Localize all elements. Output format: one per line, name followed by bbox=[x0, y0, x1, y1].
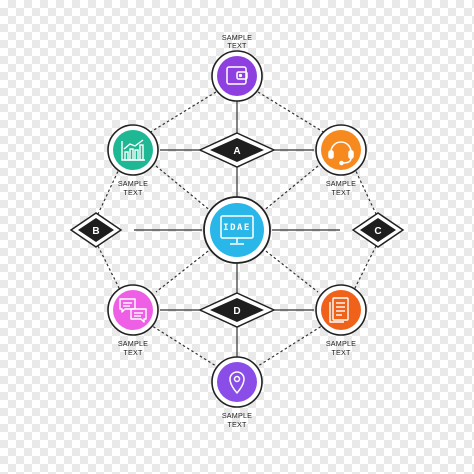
node-bottom-left: SAMPLE TEXT bbox=[107, 284, 159, 357]
node-bottom: SAMPLE TEXT bbox=[211, 356, 263, 429]
node-bottom-left-fill bbox=[113, 290, 153, 330]
node-bottom-label-line2: TEXT bbox=[227, 420, 247, 429]
document-icon bbox=[329, 297, 349, 323]
diamond-a-label: A bbox=[233, 146, 240, 157]
dotted-line-center-to-top-right bbox=[261, 165, 319, 213]
node-center: IDAE bbox=[203, 196, 271, 264]
diamond-b: B bbox=[69, 212, 123, 248]
diamond-d-label: D bbox=[233, 306, 240, 317]
dotted-line-center-to-top-left bbox=[155, 165, 213, 213]
node-top-label-line1: SAMPLE bbox=[222, 33, 252, 42]
node-top-left: SAMPLE TEXT bbox=[107, 124, 159, 197]
diamond-d-inner bbox=[210, 298, 264, 322]
diamond-c-inner bbox=[360, 218, 396, 242]
node-top-label-line2: TEXT bbox=[227, 41, 247, 50]
node-top-left-label-line1: SAMPLE bbox=[118, 179, 148, 188]
connector-lines bbox=[97, 91, 377, 367]
node-top: SAMPLE TEXT bbox=[211, 33, 263, 102]
node-top-right-label-line1: SAMPLE bbox=[326, 179, 356, 188]
node-bottom-left-label-line2: TEXT bbox=[123, 348, 143, 357]
wallet-icon bbox=[226, 66, 248, 85]
dotted-line-top-right-to-c bbox=[353, 166, 377, 215]
node-bottom-right-label-line1: SAMPLE bbox=[326, 339, 356, 348]
headset-icon bbox=[328, 141, 354, 166]
diamond-b-inner bbox=[78, 218, 114, 242]
diamond-c-label: C bbox=[374, 226, 381, 237]
dotted-line-center-to-bottom-left bbox=[155, 247, 213, 293]
diamond-d: D bbox=[198, 292, 276, 328]
node-top-right-label-line2: TEXT bbox=[331, 188, 351, 197]
node-bottom-label-line1: SAMPLE bbox=[222, 411, 252, 420]
dotted-line-bottom-left-to-bottom bbox=[148, 323, 217, 367]
diamond-a: A bbox=[198, 132, 276, 168]
node-bottom-right: SAMPLE TEXT bbox=[315, 284, 367, 357]
dotted-line-bottom-right-to-bottom bbox=[257, 323, 326, 367]
node-top-left-label-line2: TEXT bbox=[123, 188, 143, 197]
center-label: IDAE bbox=[223, 223, 251, 233]
node-bottom-left-label-line1: SAMPLE bbox=[118, 339, 148, 348]
dotted-line-b-to-bottom-left bbox=[97, 245, 121, 291]
diamond-b-label: B bbox=[92, 226, 99, 237]
bar-chart-icon bbox=[121, 139, 145, 161]
diamond-c: C bbox=[351, 212, 405, 248]
dotted-line-center-to-bottom-right bbox=[261, 247, 319, 293]
node-bottom-right-label-line2: TEXT bbox=[331, 348, 351, 357]
node-top-right: SAMPLE TEXT bbox=[315, 124, 367, 197]
dotted-line-c-to-bottom-right bbox=[353, 245, 377, 291]
location-pin-icon bbox=[229, 371, 245, 394]
diamond-a-inner bbox=[210, 138, 264, 162]
dotted-line-top-left-to-b bbox=[97, 166, 121, 215]
dotted-line-top-to-top-right bbox=[257, 91, 326, 134]
chat-icon bbox=[119, 298, 147, 323]
monitor-icon bbox=[220, 215, 254, 245]
node-bottom-right-fill bbox=[321, 290, 361, 330]
dotted-line-top-to-top-left bbox=[148, 91, 217, 134]
